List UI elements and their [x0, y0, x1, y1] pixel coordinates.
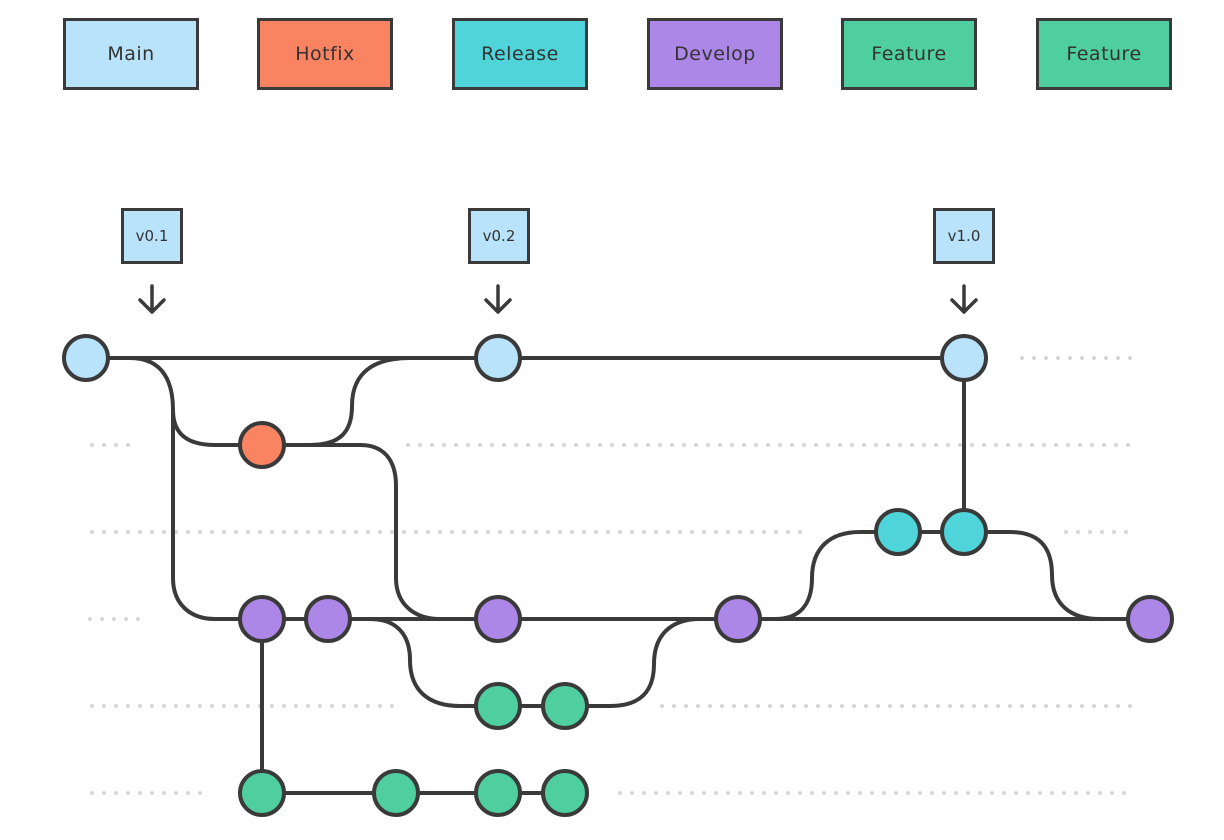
commit-main-3 [940, 334, 988, 382]
commit-main-1 [62, 334, 110, 382]
tag-v0-1-label: v0.1 [135, 227, 169, 245]
legend-feature-1-label: Feature [871, 43, 947, 65]
branch-edges [84, 356, 1152, 795]
commit-feature1-1 [474, 682, 522, 730]
commit-hotfix-1 [238, 421, 286, 469]
tag-arrows [138, 284, 978, 314]
commit-feature2-3 [474, 769, 522, 817]
commit-develop-1 [238, 595, 286, 643]
edge-hotfix-to-develop [260, 443, 500, 621]
tag-v1-0-label: v1.0 [947, 227, 981, 245]
commit-nodes [62, 334, 1174, 817]
commit-feature2-1 [238, 769, 286, 817]
commit-develop-5 [1126, 595, 1174, 643]
legend-hotfix-label: Hotfix [295, 43, 355, 65]
commit-develop-2 [304, 595, 352, 643]
legend-main: Main [63, 18, 199, 90]
commit-main-2 [474, 334, 522, 382]
edge-main-to-develop [171, 408, 264, 621]
track-dots [88, 356, 1134, 795]
legend-feature-2: Feature [1036, 18, 1172, 90]
arrow-down-icon [950, 284, 978, 314]
commit-feature1-2 [541, 682, 589, 730]
legend-release: Release [452, 18, 588, 90]
commit-release-1 [874, 508, 922, 556]
edge-develop-to-release [736, 530, 966, 621]
commit-develop-4 [714, 595, 762, 643]
edge-develop-to-feature1 [326, 617, 567, 708]
legend-develop: Develop [647, 18, 783, 90]
edge-release-to-develop [962, 530, 1152, 621]
tag-v1-0: v1.0 [933, 208, 995, 264]
tag-v0-2-label: v0.2 [482, 227, 516, 245]
commit-develop-3 [474, 595, 522, 643]
edge-feature1-to-develop [563, 617, 740, 708]
legend-hotfix: Hotfix [257, 18, 393, 90]
edge-hotfix-to-main [260, 356, 412, 447]
legend-release-label: Release [481, 43, 559, 65]
commit-release-2 [940, 508, 988, 556]
legend-feature-1: Feature [841, 18, 977, 90]
arrow-down-icon [484, 284, 512, 314]
commit-feature2-4 [541, 769, 589, 817]
tag-v0-2: v0.2 [468, 208, 530, 264]
legend-main-label: Main [107, 43, 155, 65]
tag-v0-1: v0.1 [121, 208, 183, 264]
arrow-down-icon [138, 284, 166, 314]
commit-feature2-2 [372, 769, 420, 817]
legend-feature-2-label: Feature [1066, 43, 1142, 65]
legend-develop-label: Develop [674, 43, 756, 65]
